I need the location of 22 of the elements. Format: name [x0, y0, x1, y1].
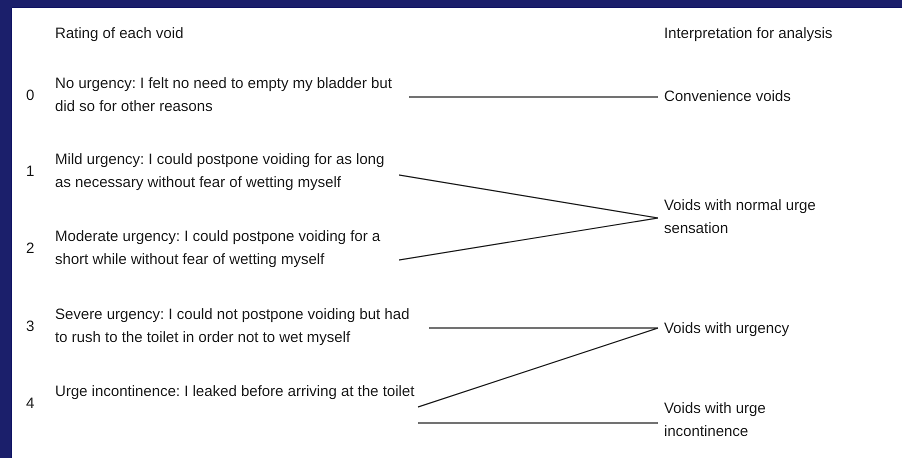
rating-number: 1 [26, 162, 34, 182]
connector-line [429, 327, 658, 329]
connector-line [418, 422, 658, 424]
node-text: Moderate urgency: I could postpone voiding for a short while without fear of wetting myself [55, 227, 382, 270]
node-text: Voids with urge incontinence [664, 399, 767, 442]
rating-number: 4 [26, 394, 34, 414]
node-text: No urgency: I felt no need to empty my bladder but did so for other reasons [55, 74, 393, 117]
rating-number: 2 [26, 239, 34, 259]
rating-number: 3 [26, 317, 34, 337]
node-text: Convenience voids [664, 87, 791, 107]
node-text: Voids with normal urge sensation [664, 196, 817, 239]
connector-line [409, 96, 658, 98]
node-text: Voids with urgency [664, 319, 790, 339]
connector-line [418, 327, 658, 408]
node-text: Urge incontinence: I leaked before arriving at the toilet [55, 382, 414, 402]
column-heading: Rating of each void [55, 24, 184, 44]
connector-line [398, 217, 658, 261]
connector-line [398, 174, 658, 219]
column-heading: Interpretation for analysis [664, 24, 832, 44]
rating-number: 0 [26, 86, 34, 106]
node-text: Severe urgency: I could not postpone voiding but had to rush to the toilet in order not to wet myself [55, 305, 410, 348]
node-text: Mild urgency: I could postpone voiding for as long as necessary without fear of wetting myself [55, 150, 386, 193]
